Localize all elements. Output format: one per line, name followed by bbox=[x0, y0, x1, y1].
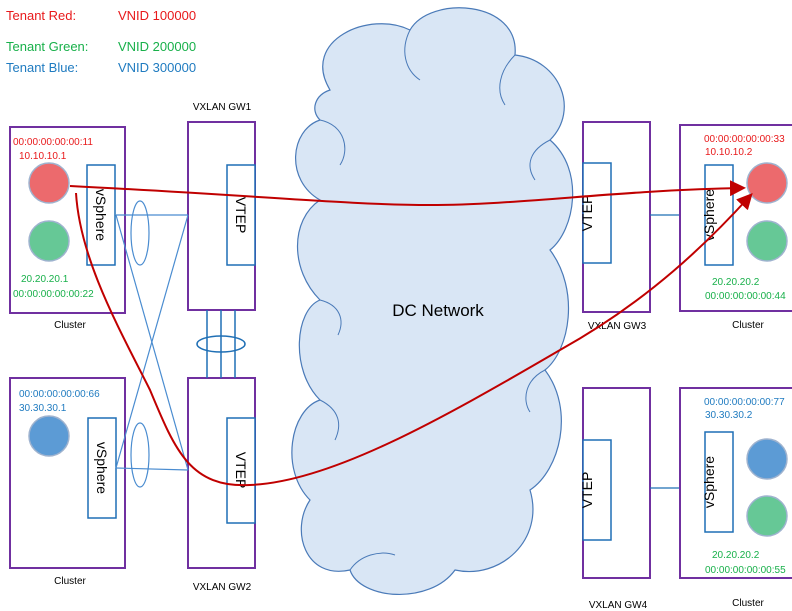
gateway-4-label: VXLAN GW4 bbox=[589, 600, 648, 611]
cluster-1-mac-bottom: 00:00:00:00:00:22 bbox=[13, 289, 94, 300]
cluster-4-mac-top: 00:00:00:00:00:77 bbox=[704, 397, 785, 408]
dc-network-label: DC Network bbox=[392, 301, 484, 320]
cluster-4-vsphere-box bbox=[704, 431, 734, 533]
gateway-4-vtep-label: VTEP bbox=[579, 472, 595, 509]
cluster-4-ip-bottom: 20.20.20.2 bbox=[712, 550, 760, 561]
cluster-4-mac-bottom: 00:00:00:00:00:55 bbox=[705, 565, 786, 576]
cluster-4-ip-top: 30.30.30.2 bbox=[705, 410, 753, 421]
cluster-2-ip-top: 30.30.30.1 bbox=[19, 403, 67, 414]
traffic-paths bbox=[69, 180, 753, 487]
cluster-3-ip-bottom: 20.20.20.2 bbox=[712, 277, 760, 288]
cluster-gateway-links bbox=[115, 200, 189, 488]
cluster-4-frame bbox=[679, 387, 792, 579]
cluster-1-vsphere-box bbox=[86, 164, 116, 266]
cluster-2-mac-top: 00:00:00:00:00:66 bbox=[19, 389, 100, 400]
gateway-1: VXLAN GW1 VTEP bbox=[187, 102, 256, 311]
legend-red-vnid: VNID 100000 bbox=[118, 8, 196, 23]
vm-blue-icon[interactable] bbox=[28, 415, 70, 457]
vm-green-icon[interactable] bbox=[746, 495, 788, 537]
cluster-3: 00:00:00:00:00:33 10.10.10.2 vSphere 20.… bbox=[679, 124, 792, 331]
cluster-3-vsphere-box bbox=[704, 164, 734, 266]
gateway-3-vtep-box bbox=[582, 162, 612, 264]
legend-green-tenant: Tenant Green: bbox=[6, 39, 88, 54]
vm-blue-icon[interactable] bbox=[746, 438, 788, 480]
legend-red-tenant: Tenant Red: bbox=[6, 8, 76, 23]
cluster-4-vsphere-label: vSphere bbox=[701, 456, 717, 508]
path-via-gw2 bbox=[75, 192, 753, 487]
gateway-2-vtep-box bbox=[226, 417, 256, 524]
gateway-1-label: VXLAN GW1 bbox=[193, 102, 252, 113]
gateway-4-vtep-box bbox=[582, 439, 612, 541]
cluster-3-mac-bottom: 00:00:00:00:00:44 bbox=[705, 291, 786, 302]
vm-red-icon[interactable] bbox=[746, 162, 788, 204]
cluster-3-ip-top: 10.10.10.2 bbox=[705, 147, 753, 158]
legend-blue-vnid: VNID 300000 bbox=[118, 60, 196, 75]
vm-green-icon[interactable] bbox=[746, 220, 788, 262]
cluster-2-label: Cluster bbox=[54, 576, 86, 587]
cluster-1-ip-bottom: 20.20.20.1 bbox=[21, 274, 69, 285]
legend-green-vnid: VNID 200000 bbox=[118, 39, 196, 54]
legend-blue-tenant: Tenant Blue: bbox=[6, 60, 78, 75]
cluster-1-mac-top: 00:00:00:00:00:11 bbox=[13, 137, 93, 148]
dc-network-cloud: DC Network bbox=[291, 7, 574, 595]
gw-interconnect bbox=[196, 310, 246, 378]
vm-green-icon[interactable] bbox=[28, 220, 70, 262]
gateway-2-label: VXLAN GW2 bbox=[193, 582, 252, 593]
cluster-1-ip-top: 10.10.10.1 bbox=[19, 151, 67, 162]
cluster-1-label: Cluster bbox=[54, 320, 86, 331]
gateway-1-vtep-label: VTEP bbox=[233, 197, 249, 234]
gateway-3-vtep-label: VTEP bbox=[579, 195, 595, 232]
gateway-3: VTEP VXLAN GW3 bbox=[579, 121, 705, 332]
cluster-2-vsphere-label: vSphere bbox=[94, 442, 110, 494]
path-via-gw1 bbox=[69, 180, 746, 207]
cluster-1-vsphere-label: vSphere bbox=[93, 189, 109, 241]
cluster-1: 00:00:00:00:00:11 10.10.10.1 vSphere 20.… bbox=[9, 126, 126, 331]
cluster-3-mac-top: 00:00:00:00:00:33 bbox=[704, 134, 785, 145]
cluster-3-vsphere-label: vSphere bbox=[701, 189, 717, 241]
cluster-4-label: Cluster bbox=[732, 598, 764, 609]
legend: Tenant Red: VNID 100000 Tenant Green: VN… bbox=[6, 8, 196, 75]
gateway-2-vtep-label: VTEP bbox=[233, 452, 249, 489]
cluster-2: 00:00:00:00:00:66 30.30.30.1 vSphere Clu… bbox=[9, 377, 126, 587]
gateway-4: VTEP VXLAN GW4 bbox=[579, 387, 705, 611]
gateway-3-label: VXLAN GW3 bbox=[588, 321, 647, 332]
cluster-3-frame bbox=[679, 124, 792, 312]
cluster-4: 00:00:00:00:00:77 30.30.30.2 vSphere 20.… bbox=[679, 387, 792, 609]
gateway-1-vtep-box bbox=[226, 164, 256, 266]
vm-red-icon[interactable] bbox=[28, 162, 70, 204]
cluster-3-label: Cluster bbox=[732, 320, 764, 331]
